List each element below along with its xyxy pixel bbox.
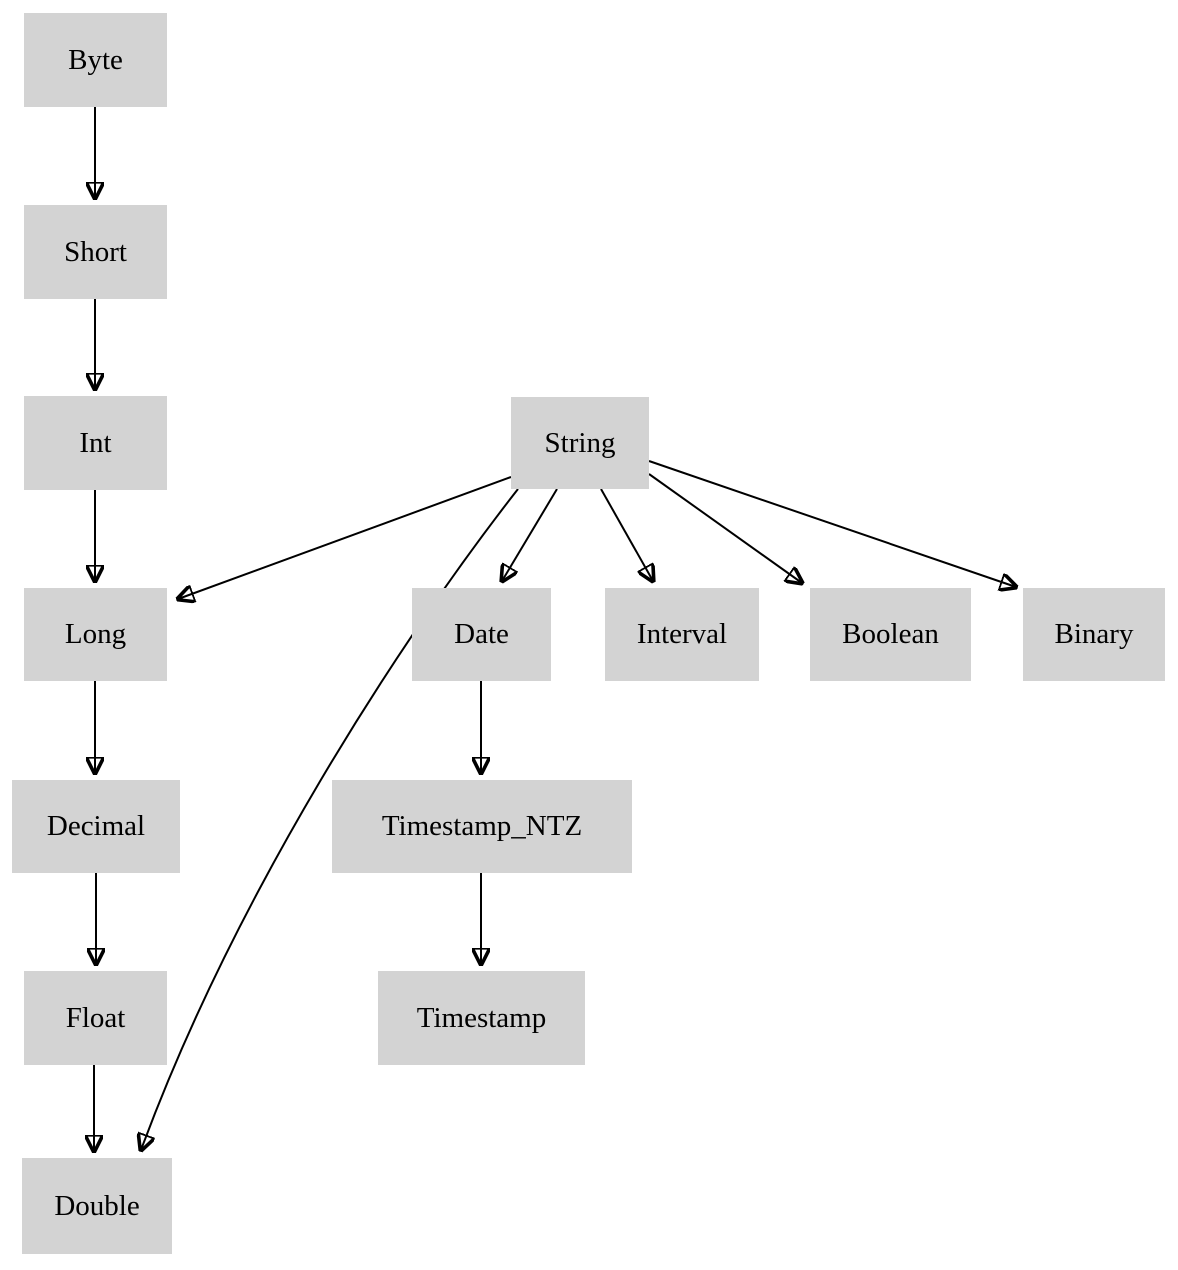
node-binary: Binary (1023, 588, 1165, 681)
edge-string-interval (600, 488, 653, 581)
node-decimal-label: Decimal (46, 810, 146, 842)
node-date-label: Date (454, 618, 509, 650)
node-decimal: Decimal (12, 780, 180, 873)
edge-string-boolean (648, 473, 802, 583)
node-binary-label: Binary (1054, 618, 1134, 650)
node-short: Short (24, 205, 167, 299)
node-timestamp: Timestamp (378, 971, 585, 1065)
node-long: Long (24, 588, 167, 681)
node-timestamp-ntz-label: Timestamp_NTZ (381, 810, 583, 842)
node-byte: Byte (24, 13, 167, 107)
node-boolean-label: Boolean (842, 618, 939, 650)
node-boolean: Boolean (810, 588, 971, 681)
node-byte-label: Byte (68, 43, 123, 76)
node-timestamp-label: Timestamp (416, 1001, 547, 1034)
node-float: Float (24, 971, 167, 1065)
node-short-label: Short (64, 235, 127, 268)
node-double-label: Double (54, 1189, 140, 1222)
node-date: Date (412, 588, 551, 681)
node-string-label: String (544, 426, 616, 459)
node-double: Double (22, 1158, 172, 1254)
node-float-label: Float (65, 1001, 126, 1034)
node-timestamp-ntz: Timestamp_NTZ (332, 780, 632, 873)
node-string: String (511, 397, 649, 489)
node-interval: Interval (605, 588, 759, 681)
edge-string-binary (648, 460, 1016, 587)
edge-string-long (178, 476, 512, 599)
node-interval-label: Interval (636, 618, 728, 650)
node-long-label: Long (64, 618, 127, 650)
node-int-label: Int (79, 426, 112, 459)
node-int: Int (24, 396, 167, 490)
edge-string-date (502, 488, 558, 581)
